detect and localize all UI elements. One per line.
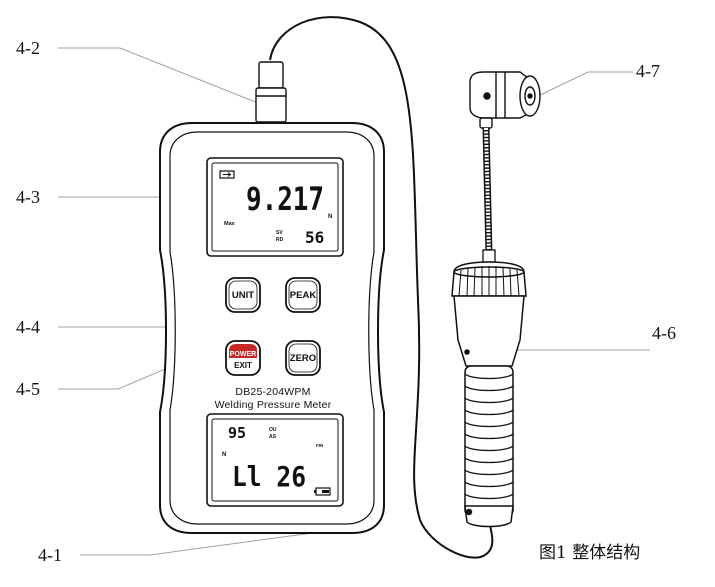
bottom-reading: Ll 26	[232, 460, 306, 493]
power-label: POWER	[230, 351, 256, 358]
callout-4-1: 4-1	[38, 545, 62, 565]
top-small-value: 56	[305, 228, 324, 247]
top-unit: N	[328, 214, 332, 220]
battery-arrow-icon	[219, 170, 235, 179]
leader-line-4-1	[80, 531, 321, 556]
unit-button[interactable]: UNIT	[225, 277, 261, 313]
callout-4-3: 4-3	[16, 187, 40, 207]
leader-line-4-5	[58, 366, 171, 390]
peak-button-label: PEAK	[290, 290, 317, 301]
leader-line-4-2	[58, 47, 259, 104]
callout-4-2: 4-2	[16, 38, 40, 58]
battery-icon	[314, 487, 331, 496]
figure-caption: 图1 整体结构	[539, 543, 641, 563]
bottom-lcd: 95 OU AS FIN N Ll 26	[206, 413, 344, 507]
callout-4-5: 4-5	[16, 379, 40, 399]
model-number: DB25-204WPM	[235, 386, 310, 398]
bottom-unit: N	[222, 452, 226, 458]
leader-lines	[58, 47, 650, 556]
cable	[269, 16, 494, 559]
bottom-label-top: OU	[269, 427, 277, 433]
unit-button-label: UNIT	[232, 290, 254, 301]
device-name: Welding Pressure Meter	[215, 399, 332, 411]
peak-button[interactable]: PEAK	[285, 277, 321, 313]
sensor-handle	[451, 261, 527, 528]
bottom-small-value: 95	[228, 424, 246, 442]
zero-button-label: ZERO	[290, 353, 316, 364]
top-reading: 9.217	[246, 180, 324, 218]
zero-button[interactable]: ZERO	[285, 340, 321, 376]
leader-line-4-7	[539, 71, 633, 96]
gooseneck	[482, 127, 496, 263]
grip-ribs	[464, 373, 514, 500]
callout-4-7: 4-7	[636, 61, 660, 81]
top-mode: Max	[224, 221, 236, 227]
power-exit-button[interactable]: POWER EXIT	[225, 340, 261, 376]
bottom-label-bottom: AS	[269, 434, 277, 440]
sensor-head	[469, 71, 541, 129]
callout-4-6: 4-6	[652, 323, 676, 343]
top-lcd: 9.217 N Max SV RD 56	[206, 157, 344, 257]
exit-label: EXIT	[234, 361, 252, 370]
bottom-indicator: FIN	[316, 443, 323, 448]
callout-4-4: 4-4	[16, 317, 40, 337]
top-connector	[255, 61, 287, 123]
top-rd-label: RD	[276, 237, 284, 243]
top-sv-label: SV	[276, 230, 283, 236]
